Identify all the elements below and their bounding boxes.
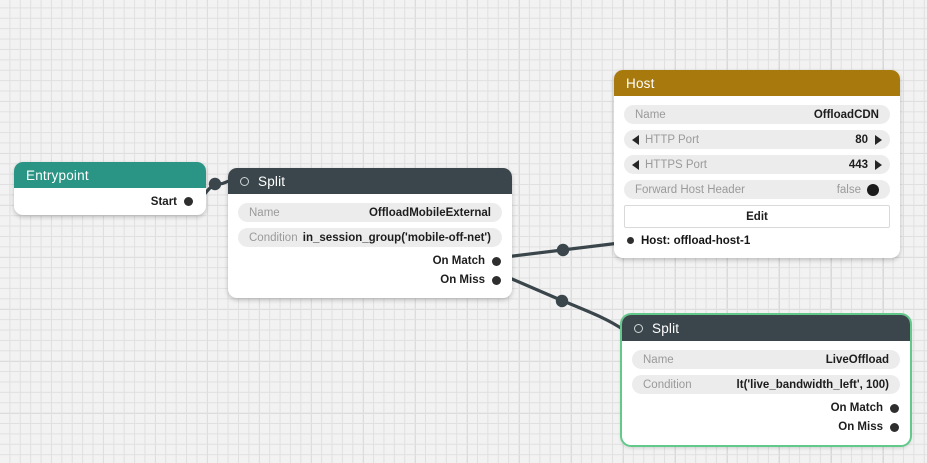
output-port-on-miss[interactable]: On Miss — [238, 272, 502, 288]
field-http-port[interactable]: HTTP Port 80 — [624, 130, 890, 149]
node-entrypoint-title: Entrypoint — [26, 167, 89, 183]
node-entrypoint[interactable]: Entrypoint Start — [14, 162, 206, 215]
field-https-port[interactable]: HTTPS Port 443 — [624, 155, 890, 174]
host-instance-row[interactable]: Host: offload-host-1 — [624, 233, 890, 248]
edge-midpoint-dot — [556, 243, 570, 257]
field-http-port-label: HTTP Port — [645, 133, 700, 146]
edge-split1match-to-host — [503, 240, 630, 259]
output-port-on-miss-label: On Miss — [838, 421, 883, 433]
split-ring-icon — [240, 176, 249, 186]
forward-host-header-toggle[interactable] — [867, 183, 879, 196]
field-https-port-value: 443 — [848, 158, 868, 171]
output-port-on-miss-dot[interactable] — [492, 275, 501, 285]
node-split-1-body: Name OffloadMobileExternal Condition in_… — [228, 194, 512, 298]
field-name-value: LiveOffload — [825, 353, 889, 366]
output-port-on-match-dot[interactable] — [492, 256, 501, 266]
node-split-2-header[interactable]: Split — [622, 315, 910, 341]
node-host-body: Name OffloadCDN HTTP Port 80 HTTPS Port … — [614, 96, 900, 258]
field-name-value: OffloadMobileExternal — [368, 206, 491, 219]
stepper-decrement-icon[interactable] — [632, 134, 639, 145]
stepper-increment-icon[interactable] — [875, 159, 882, 170]
node-entrypoint-body: Start — [14, 188, 206, 215]
field-host-name-value: OffloadCDN — [813, 108, 879, 121]
node-split-1-header[interactable]: Split — [228, 168, 512, 194]
output-port-on-miss[interactable]: On Miss — [632, 419, 900, 435]
output-port-on-match-label: On Match — [830, 402, 883, 414]
node-split-1-title: Split — [258, 173, 286, 189]
stepper-decrement-icon[interactable] — [632, 159, 639, 170]
node-entrypoint-header[interactable]: Entrypoint — [14, 162, 206, 188]
output-port-on-miss-label: On Miss — [440, 274, 485, 286]
split-ring-icon — [634, 323, 643, 333]
output-port-on-match[interactable]: On Match — [238, 253, 502, 269]
stepper-increment-icon[interactable] — [875, 134, 882, 145]
output-port-start-dot[interactable] — [184, 197, 193, 206]
host-instance-port-dot[interactable] — [627, 237, 634, 244]
field-name[interactable]: Name OffloadMobileExternal — [238, 203, 502, 222]
field-https-port-label: HTTPS Port — [645, 158, 707, 171]
edge-split1miss-to-split2 — [503, 274, 626, 332]
node-host-offloadcdn[interactable]: Host Name OffloadCDN HTTP Port 80 HTTPS … — [614, 70, 900, 258]
node-split-2-body: Name LiveOffload Condition lt('live_band… — [622, 341, 910, 445]
node-split-liveoffload[interactable]: Split Name LiveOffload Condition lt('liv… — [622, 315, 910, 445]
field-forward-host-header[interactable]: Forward Host Header false — [624, 180, 890, 199]
field-name-label: Name — [249, 206, 280, 219]
field-host-name-label: Name — [635, 108, 666, 121]
field-name-label: Name — [643, 353, 674, 366]
field-http-port-value: 80 — [855, 133, 868, 146]
node-host-title: Host — [626, 75, 655, 91]
field-condition[interactable]: Condition in_session_group('mobile-off-n… — [238, 228, 502, 247]
field-name[interactable]: Name LiveOffload — [632, 350, 900, 369]
edge-midpoint-dot — [208, 177, 222, 191]
output-port-start[interactable]: Start — [151, 194, 194, 210]
field-condition-label: Condition — [643, 378, 692, 391]
edge-midpoint-dot — [555, 294, 569, 308]
host-instance-label: Host: offload-host-1 — [641, 234, 751, 247]
output-port-on-match-label: On Match — [432, 255, 485, 267]
node-split-2-title: Split — [652, 320, 680, 336]
field-condition[interactable]: Condition lt('live_bandwidth_left', 100) — [632, 375, 900, 394]
node-host-header[interactable]: Host — [614, 70, 900, 96]
output-port-on-match-dot[interactable] — [890, 403, 899, 413]
node-split-offloadmobileexternal[interactable]: Split Name OffloadMobileExternal Conditi… — [228, 168, 512, 298]
edit-button[interactable]: Edit — [624, 205, 890, 228]
field-host-name[interactable]: Name OffloadCDN — [624, 105, 890, 124]
output-port-on-match[interactable]: On Match — [632, 400, 900, 416]
output-port-start-label: Start — [150, 195, 177, 208]
field-condition-label: Condition — [249, 231, 298, 244]
field-forward-host-header-value: false — [836, 183, 861, 196]
field-condition-value: in_session_group('mobile-off-net') — [302, 231, 491, 244]
output-port-on-miss-dot[interactable] — [890, 422, 899, 432]
field-forward-host-header-label: Forward Host Header — [635, 183, 745, 196]
field-condition-value: lt('live_bandwidth_left', 100) — [736, 378, 889, 391]
